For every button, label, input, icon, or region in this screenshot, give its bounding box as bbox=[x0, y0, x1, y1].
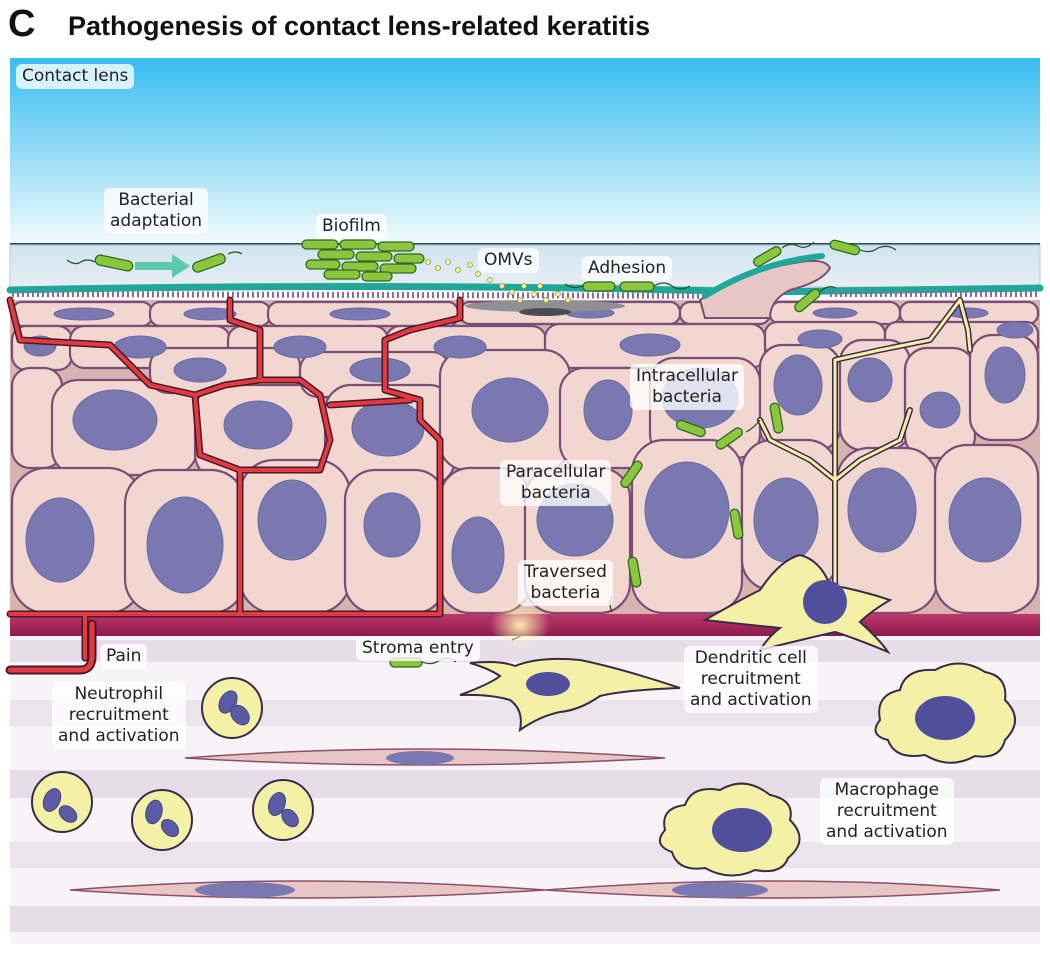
glycocalyx bbox=[6, 282, 1044, 299]
omv-vesicles bbox=[425, 259, 571, 303]
adaptation-arrow bbox=[135, 254, 190, 278]
stroma-entry-label: Stroma entry bbox=[356, 636, 480, 661]
dendritic-cell-epithelial bbox=[701, 553, 893, 655]
macrophage-label: Macrophage recruitment and activation bbox=[820, 778, 954, 845]
intracellular-bacteria-label: Intracellular bacteria bbox=[630, 364, 745, 410]
keratocytes bbox=[69, 748, 1001, 899]
epithelial-nuclei bbox=[23, 307, 1034, 594]
dendritic-processes bbox=[757, 297, 973, 588]
biofilm-label: Biofilm bbox=[316, 214, 387, 239]
traversed-bacteria-label: Traversed bacteria bbox=[518, 560, 613, 606]
dendritic-cell-stromal bbox=[459, 657, 681, 733]
bacterial-adaptation-label: Bacterial adaptation bbox=[104, 188, 209, 234]
dendritic-cell-label: Dendritic cell recruitment and activatio… bbox=[684, 646, 818, 713]
damaged-surface bbox=[465, 300, 625, 312]
sensory-nerves bbox=[5, 296, 464, 675]
panel-title: Pathogenesis of contact lens-related ker… bbox=[68, 11, 651, 41]
stroma-entry-glow bbox=[490, 601, 550, 649]
adhesion-label: Adhesion bbox=[582, 256, 673, 281]
omvs-label: OMVs bbox=[478, 248, 539, 273]
panel-letter: C bbox=[8, 3, 36, 45]
contact-lens-label: Contact lens bbox=[16, 64, 135, 89]
paracellular-bacteria-label: Paracellular bacteria bbox=[500, 460, 612, 506]
pain-label: Pain bbox=[100, 644, 148, 669]
neutrophil-label: Neutrophil recruitment and activation bbox=[52, 682, 186, 749]
